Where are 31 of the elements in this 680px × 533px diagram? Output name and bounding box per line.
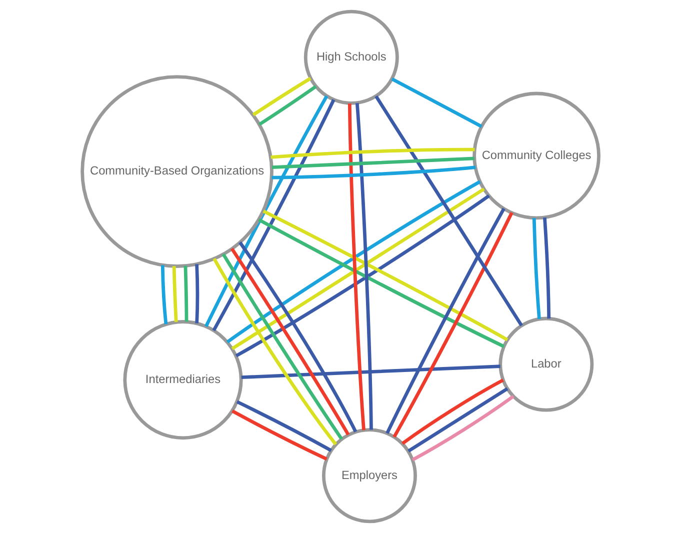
connector [271, 156, 474, 170]
connector [252, 76, 311, 116]
connector [231, 410, 327, 461]
connector [238, 241, 357, 432]
connector [212, 258, 337, 446]
connector [407, 387, 508, 452]
connector [390, 77, 482, 128]
connector [258, 85, 316, 126]
node-circle: Employers [322, 428, 416, 524]
node-circle: Intermediaries [122, 320, 242, 440]
node-circle: Community Colleges [472, 92, 600, 220]
connector [347, 103, 365, 430]
connector [374, 95, 522, 326]
connector [354, 103, 372, 430]
connector [172, 266, 178, 322]
connector [183, 266, 188, 322]
connector [236, 400, 332, 452]
connector [230, 248, 350, 436]
node-circle: Labor [498, 316, 594, 412]
connector [240, 364, 500, 380]
connector [160, 265, 168, 324]
connector [411, 394, 514, 462]
connector [221, 253, 342, 440]
connector [401, 378, 504, 445]
connector [542, 217, 550, 319]
connector [194, 264, 199, 324]
connector [271, 166, 476, 180]
node-circle: High Schools [303, 10, 398, 105]
connector [532, 218, 540, 320]
node-circle: Community-Based Organizations [80, 75, 273, 268]
connector [270, 148, 474, 159]
